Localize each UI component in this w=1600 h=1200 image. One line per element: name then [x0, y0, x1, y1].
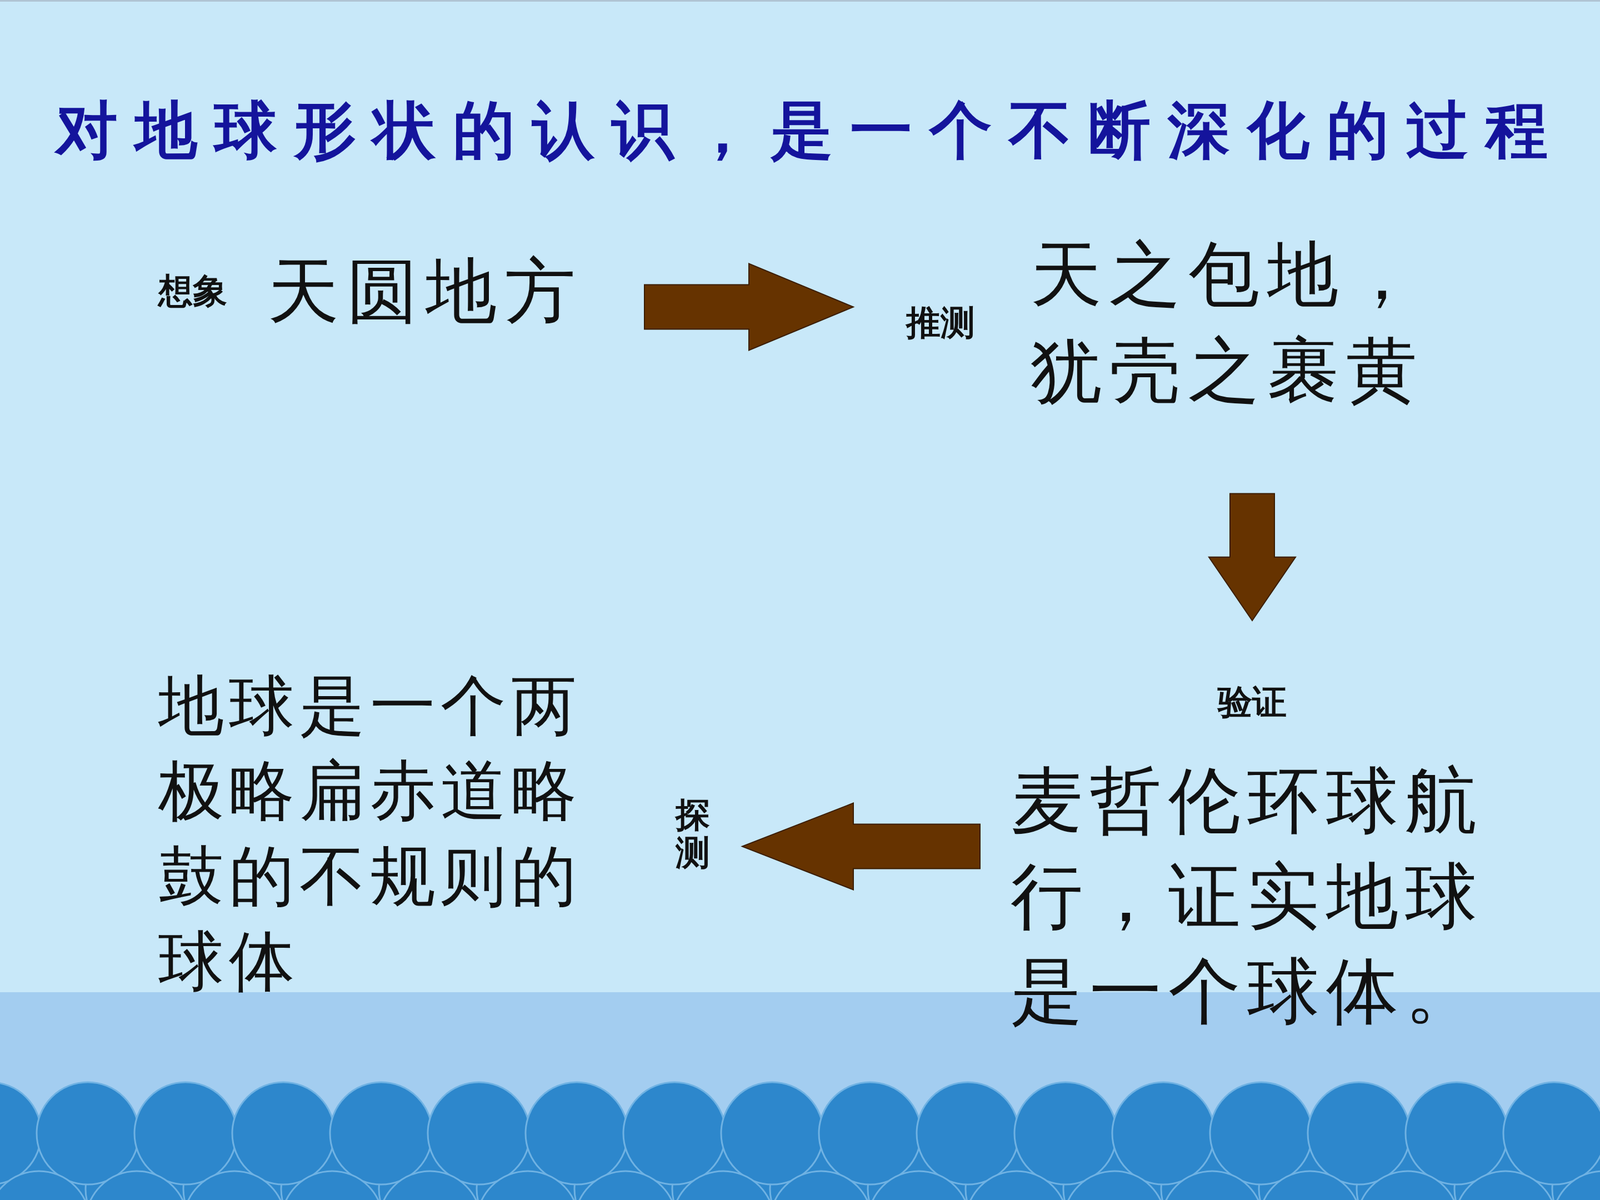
wave-circle: [36, 1082, 139, 1185]
wave-circle: [1112, 1082, 1215, 1185]
wave-circle: [183, 1171, 286, 1200]
stage-text: 地球是一个两极略扁赤道略鼓的不规则的球体: [158, 663, 589, 1005]
block-arrow: [1208, 493, 1296, 621]
wave-circle: [721, 1082, 824, 1185]
stage-label: 推测: [906, 299, 975, 347]
wave-circle: [525, 1082, 628, 1185]
wave-circle: [916, 1082, 1019, 1185]
wave-circle: [867, 1171, 970, 1200]
wave-circle: [1161, 1171, 1264, 1200]
wave-circle: [232, 1082, 335, 1185]
wave-circle: [623, 1082, 726, 1185]
wave-circle: [818, 1082, 922, 1185]
wave-circle: [1014, 1082, 1117, 1185]
stage-label: 探测: [675, 796, 710, 872]
wave-circle: [672, 1171, 775, 1200]
wave-circle: [427, 1082, 530, 1185]
wave-circle: [1503, 1082, 1600, 1185]
wave-circle: [0, 1171, 90, 1200]
wave-circle: [281, 1171, 384, 1200]
wave-circle: [1258, 1171, 1362, 1200]
wave-circle: [1405, 1082, 1508, 1185]
stage-label: 想象: [158, 267, 228, 315]
stage-node: 推测 天之包地，犹壳之裹黄: [906, 226, 1437, 419]
wave-circle: [1307, 1082, 1410, 1185]
wave-circle: [1210, 1082, 1313, 1185]
stage-node: 想象天圆地方: [158, 245, 584, 338]
wave-circle: [1356, 1171, 1459, 1200]
wave-circle: [85, 1171, 188, 1200]
wave-circle: [378, 1171, 482, 1200]
wave-circle: [1552, 1171, 1600, 1200]
wave-circle: [1063, 1171, 1166, 1200]
block-arrow: [742, 803, 980, 890]
slide-title: 对地球形状的认识，是一个不断深化的过程: [55, 88, 1565, 173]
stage-node: 验证麦哲伦环球航行，证实地球是一个球体。: [1010, 678, 1494, 1040]
wave-circle: [476, 1171, 579, 1200]
wave-circle: [770, 1171, 873, 1200]
wave-circle: [0, 1082, 42, 1185]
block-arrow: [644, 263, 854, 350]
wave-circle: [1454, 1171, 1557, 1200]
waves: [0, 1082, 1600, 1200]
stage-text: 天之包地，犹壳之裹黄: [1030, 226, 1437, 419]
wave-circle: [965, 1171, 1068, 1200]
wave-circle: [134, 1082, 237, 1185]
stage-text: 麦哲伦环球航行，证实地球是一个球体。: [1010, 753, 1494, 1040]
wave-circle: [574, 1171, 677, 1200]
top-edge: [0, 0, 1600, 2]
stage-text: 天圆地方: [267, 245, 584, 338]
stage-node: 探测 地球是一个两极略扁赤道略鼓的不规则的球体: [158, 663, 710, 1005]
stage-label: 验证: [1217, 678, 1287, 726]
wave-circle: [330, 1082, 433, 1185]
